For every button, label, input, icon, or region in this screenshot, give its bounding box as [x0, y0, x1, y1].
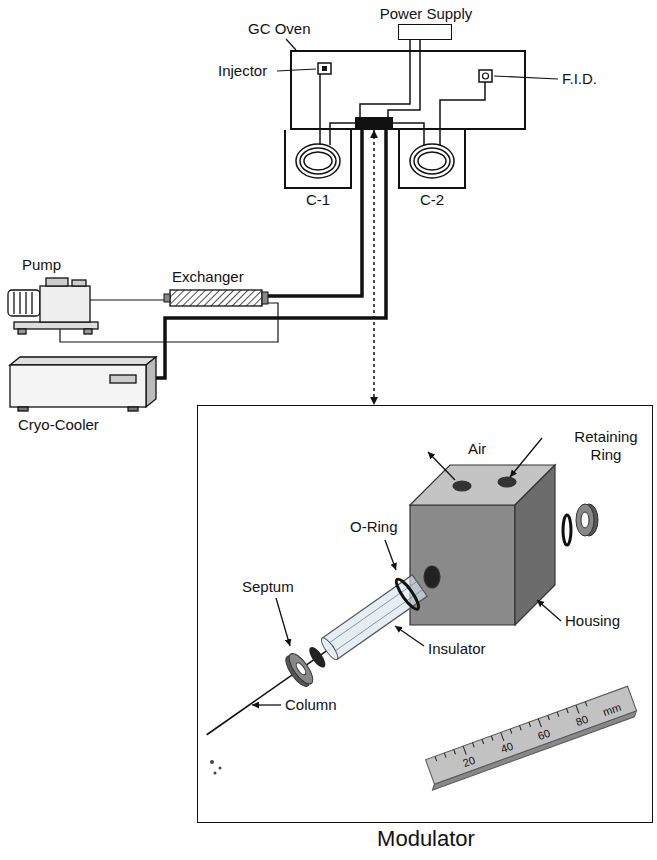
node-title: Power Supply [380, 5, 473, 23]
node-title: C-1 [306, 191, 330, 209]
exchanger-illustration [262, 292, 268, 304]
dotted-arrow [373, 130, 375, 405]
analyte-dots [210, 760, 222, 775]
text-slot: Power Supply [380, 5, 473, 23]
label-slot: Injector [218, 62, 267, 80]
power-wire [360, 50, 410, 117]
label-slot: Housing [565, 612, 620, 630]
cryo-cooler-illustration [10, 357, 156, 411]
text-slot: C-1 [306, 191, 330, 209]
part-label: Retaining Ring [566, 428, 646, 464]
coolant-line [90, 299, 164, 300]
injector-symbol [322, 66, 327, 71]
label-slot: F.I.D. [562, 70, 597, 88]
exchanger-illustration [170, 290, 262, 306]
column-line [440, 82, 485, 145]
part-label: O-Ring [350, 518, 398, 536]
pump-illustration [8, 278, 98, 334]
retaining-ring-illustration [576, 504, 594, 536]
label-slot: Retaining Ring [566, 428, 646, 464]
part-label: F.I.D. [562, 70, 597, 88]
part-label: Septum [242, 578, 294, 596]
assembly-illustration [196, 571, 430, 750]
ruler-illustration [422, 686, 638, 790]
coolant-line [60, 303, 278, 342]
column-coil-box: C-1 [284, 130, 352, 189]
label-slot: Septum [242, 578, 294, 596]
o-ring-illustration [563, 515, 571, 545]
oven-box: GC Oven [290, 50, 526, 130]
column-coil-box: C-2 [398, 130, 466, 189]
detector-symbol [483, 73, 489, 79]
leader-line [286, 39, 296, 50]
text-slot: GC Oven [248, 20, 311, 38]
part-label: Pump [22, 256, 61, 274]
part-label: Exchanger [172, 268, 244, 286]
label-slot: Exchanger [172, 268, 244, 286]
label-slot: Column [285, 696, 337, 714]
leader-line [277, 69, 316, 71]
part-label: Column [285, 696, 337, 714]
part-label: Injector [218, 62, 267, 80]
cryo-line [156, 130, 386, 378]
column-coil [296, 144, 454, 178]
retaining-ring-illustration [581, 512, 589, 528]
exchanger-illustration [164, 294, 170, 302]
coil-outline [284, 130, 352, 189]
column-line [319, 74, 321, 145]
label-slot: O-Ring [350, 518, 398, 536]
coil-outline [285, 130, 351, 188]
part-label: Housing [565, 612, 620, 630]
label-arrow [252, 438, 561, 705]
part-label: Cryo-Cooler [18, 416, 99, 434]
label-slot: Air [468, 440, 486, 458]
coil-outline [399, 130, 465, 188]
power-supply-box: Power Supply [398, 24, 452, 40]
part-label: Air [468, 440, 486, 458]
text-slot: Modulator [377, 826, 475, 852]
node-title: GC Oven [248, 20, 311, 38]
coil-outline [398, 130, 466, 189]
leader-line [494, 76, 558, 79]
label-slot: Cryo-Cooler [18, 416, 99, 434]
housing-illustration [410, 465, 555, 625]
modulator-block [355, 117, 393, 128]
detector-symbol [479, 70, 492, 82]
node-title: C-2 [420, 191, 444, 209]
power-wire [409, 40, 411, 50]
part-label: Insulator [428, 640, 486, 658]
cryo-line [268, 130, 362, 296]
text-slot: C-2 [420, 191, 444, 209]
injector-symbol [318, 63, 331, 74]
column-line [393, 123, 424, 145]
label-slot: Insulator [428, 640, 486, 658]
node-title: Modulator [377, 826, 475, 852]
label-slot: Pump [22, 256, 61, 274]
